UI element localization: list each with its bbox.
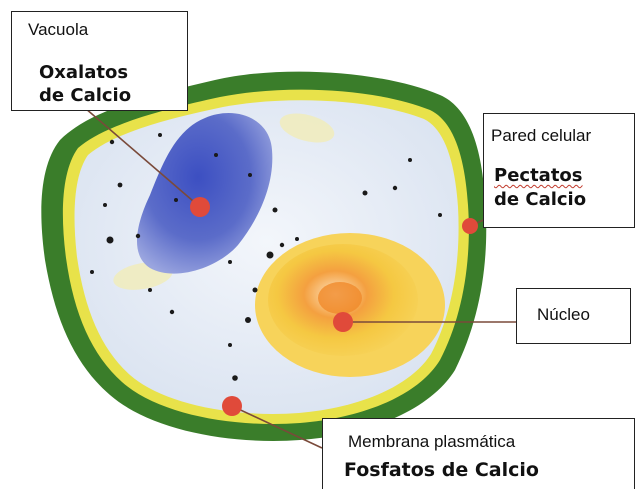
membrana-label-box: Membrana plasmática Fosfatos de Calcio <box>322 418 635 489</box>
membrana-compound: Fosfatos de Calcio <box>344 459 539 481</box>
vacuola-label-box: Vacuola Oxalatos de Calcio <box>11 11 188 111</box>
nucleo-title: Núcleo <box>537 305 590 325</box>
membrana-title: Membrana plasmática <box>348 432 515 452</box>
pared-compound-line2: de Calcio <box>494 189 586 211</box>
vacuola-compound-line2: de Calcio <box>39 85 131 107</box>
nucleo-label-box: Núcleo <box>516 288 631 344</box>
vacuola-title: Vacuola <box>28 20 88 40</box>
vacuola-compound-line1: Oxalatos <box>39 62 128 84</box>
pared-title: Pared celular <box>491 126 591 146</box>
pared-compound-line1: Pectatos <box>494 165 583 187</box>
nucleolus <box>318 282 362 314</box>
pared-label-box: Pared celular Pectatos de Calcio <box>483 113 635 228</box>
